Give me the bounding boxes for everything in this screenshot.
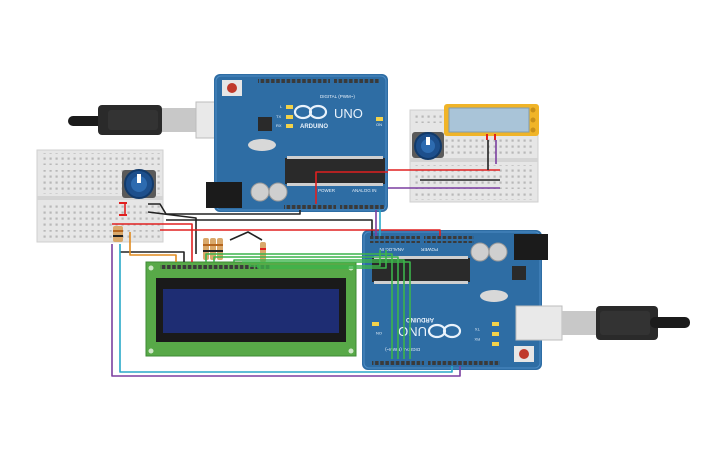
arduino-logo-icon <box>293 104 328 120</box>
wires <box>111 140 500 377</box>
bottom-board-on: ON <box>376 331 382 336</box>
usb-cable-left <box>68 101 241 139</box>
bottom-board-rx: RX <box>474 337 480 342</box>
lcd-16x2 <box>145 261 357 357</box>
yellow-lcd-module <box>444 104 539 140</box>
lcd-resistors <box>203 238 266 262</box>
bottom-board-power-label: POWER <box>420 247 438 252</box>
bottom-board-analog-label: ANALOG IN <box>379 247 404 252</box>
bottom-board-digital-label: DIGITAL (PWM~) <box>385 347 420 352</box>
right-potentiometer[interactable] <box>412 132 444 160</box>
top-board-rx: RX <box>276 123 282 128</box>
top-board-analog-label: ANALOG IN <box>352 188 377 193</box>
top-board-digital-label: DIGITAL (PWM~) <box>320 94 355 99</box>
arduino-bottom: ARDUINO UNO DIGITAL (PWM~) POWER ANALOG … <box>362 230 548 370</box>
top-board-model: UNO <box>334 106 363 121</box>
bottom-board-brand: ARDUINO <box>406 316 434 322</box>
usb-cable-right <box>515 305 690 341</box>
top-board-power-label: POWER <box>318 188 336 193</box>
top-board-on: ON <box>376 122 382 127</box>
left-resistors <box>113 202 127 242</box>
arduino-logo-icon-bottom <box>427 323 462 339</box>
bottom-board-tx: TX <box>475 327 480 332</box>
top-board-l: L <box>280 104 283 109</box>
arduino-top: ARDUINO UNO DIGITAL (PWM~) POWER ANALOG … <box>206 74 388 212</box>
left-potentiometer[interactable] <box>122 169 156 199</box>
top-board-tx: TX <box>276 114 281 119</box>
top-board-brand: ARDUINO <box>300 124 328 130</box>
bottom-board-model: UNO <box>398 324 427 339</box>
